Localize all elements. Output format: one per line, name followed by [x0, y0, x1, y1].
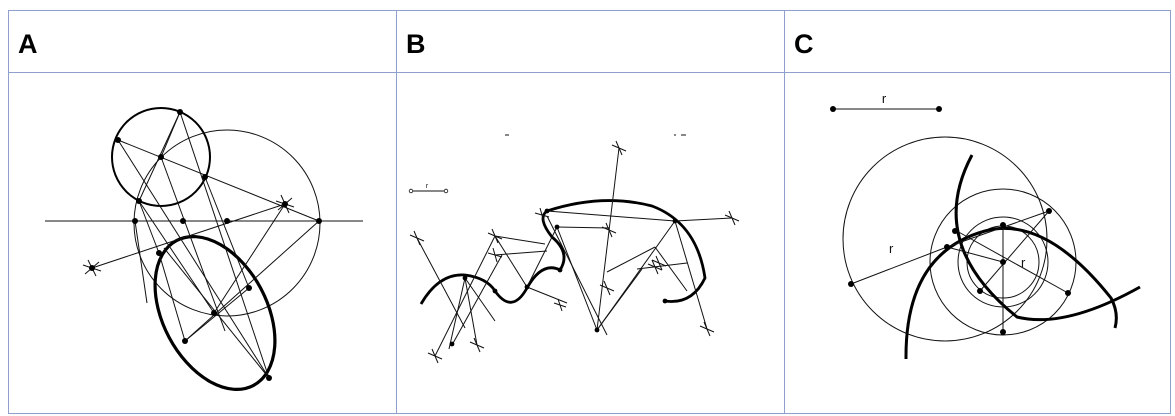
radius-scale-bar: r [408, 183, 449, 194]
bold-curve [419, 199, 707, 305]
bold-arcs [904, 154, 1141, 360]
figure-cell-b: r [397, 73, 785, 413]
construction-points [89, 109, 322, 381]
panel-label-b: B [406, 29, 426, 59]
header-cell-a: A [9, 11, 397, 73]
header-cell-b: B [397, 11, 785, 73]
radius-lines [850, 210, 1069, 332]
construction-points-b [449, 208, 678, 347]
bold-ellipse [153, 234, 277, 392]
radius-label-b: r [426, 183, 429, 190]
small-circle [111, 107, 211, 207]
radius-label-top: r [882, 91, 887, 106]
panel-label-a: A [18, 29, 38, 59]
radius-label-left: r [889, 241, 894, 256]
circle-arcs-diagram: r r r [830, 91, 1141, 360]
radius-label-center: r [1021, 255, 1026, 270]
compass-marks-b [409, 140, 740, 364]
construction-table: A B C [8, 10, 1171, 414]
construction-points-c [848, 208, 1071, 335]
construction-lines-b [416, 147, 733, 357]
tangent-arcs-diagram: r [408, 134, 740, 364]
large-thin-circle [842, 136, 1048, 342]
radius-scale-bar-c: r [830, 91, 942, 112]
header-cell-c: C [785, 11, 1170, 73]
construction-lines [91, 111, 320, 379]
ellipse-construction-diagram [45, 107, 363, 392]
figure-cell-c: r r r [785, 73, 1170, 413]
figure-cell-a [9, 73, 397, 413]
panel-label-c: C [794, 29, 814, 59]
